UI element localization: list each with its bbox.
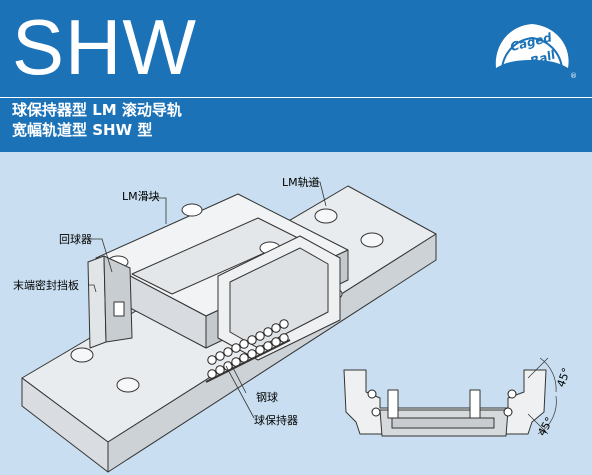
label-return-plate: 回球器 xyxy=(59,233,92,246)
guide-illustration xyxy=(21,181,557,473)
label-lm-rail: LM轨道 xyxy=(282,176,320,189)
svg-text:®: ® xyxy=(570,72,576,80)
label-steel-ball: 钢球 xyxy=(256,391,278,404)
label-end-seal: 末端密封挡板 xyxy=(13,279,79,292)
label-lm-block: LM滑块 xyxy=(122,190,160,203)
product-title: SHW xyxy=(12,3,197,91)
header-banner: SHW 球保持器型 LM 滚动导轨 宽幅轨道型 SHW 型 Caged Ball… xyxy=(0,0,592,152)
subtitle-line-2: 宽幅轨道型 SHW 型 xyxy=(12,121,153,139)
header-divider xyxy=(0,97,592,98)
label-ball-cage: 球保持器 xyxy=(254,414,298,427)
subtitle-line-1: 球保持器型 LM 滚动导轨 xyxy=(12,101,182,119)
caged-ball-logo: Caged Ball ® xyxy=(495,24,576,80)
